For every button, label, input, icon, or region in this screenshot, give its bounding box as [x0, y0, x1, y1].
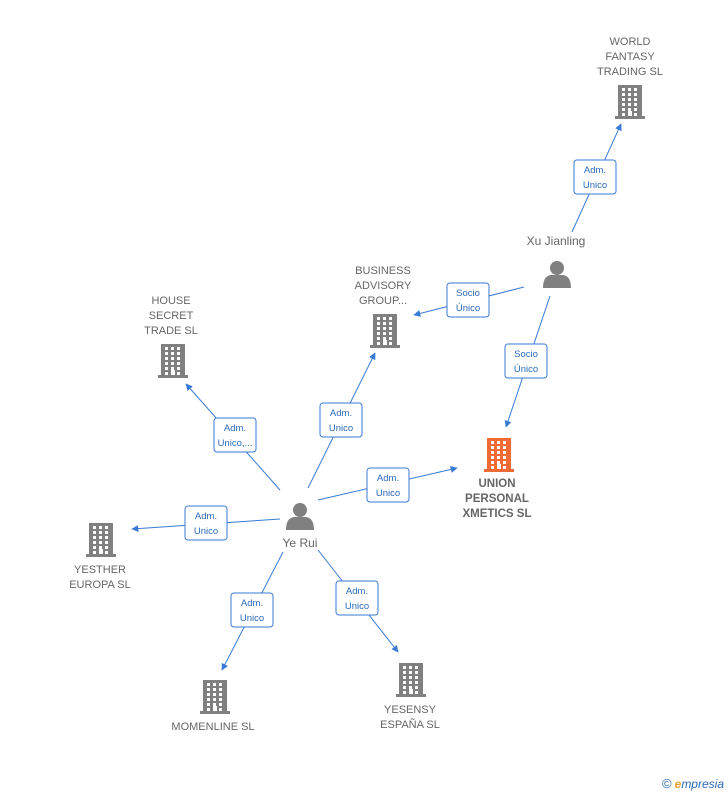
brand-logo-text: mpresia	[681, 777, 724, 791]
building-icon	[200, 680, 230, 714]
building-icon	[484, 438, 514, 472]
edge-ye-to-business: Adm. Unico	[307, 352, 376, 489]
node-label: ESPAÑA SL	[380, 718, 440, 731]
building-icon	[396, 663, 426, 697]
edge-label[interactable]: Adm. Unico	[366, 467, 410, 503]
edge-label-box	[230, 592, 274, 628]
edge-label[interactable]: Adm. Unico,...	[213, 417, 257, 453]
edge-ye-to-union: Adm. Unico	[317, 466, 458, 503]
node-label: PERSONAL	[465, 493, 529, 505]
edges-layer: Adm.UnicoSocioÚnicoSocioÚnicoAdm.Unico,.…	[131, 123, 622, 671]
node-label: Xu Jianling	[527, 234, 586, 248]
node-label: YESENSY	[384, 704, 437, 716]
node-label: YESTHER	[74, 564, 126, 576]
node-ye[interactable]: Ye Rui	[283, 503, 318, 550]
edge-label[interactable]: Adm. Unico	[573, 159, 617, 195]
node-label: BUSINESS	[355, 265, 411, 277]
node-momenline[interactable]: MOMENLINE SL	[171, 680, 255, 733]
edge-label-text: Único	[456, 303, 480, 314]
node-label: MOMENLINE SL	[171, 721, 254, 733]
edge-label[interactable]: Adm. Unico	[335, 580, 379, 616]
edge-label-box	[184, 505, 228, 541]
edge-label-text: Unico	[583, 180, 607, 191]
node-label: EUROPA SL	[69, 579, 131, 591]
edge-label-text: Adm.	[224, 423, 246, 434]
building-icon	[615, 85, 645, 119]
node-xu[interactable]: Xu Jianling	[527, 234, 586, 288]
node-label: HOUSE	[151, 295, 190, 307]
edge-label-box	[319, 402, 363, 438]
edge-ye-to-yesther: Adm. Unico	[131, 505, 281, 541]
nodes-layer: WORLD FANTASY TRADING SL BUSINESS ADVISORY GR…	[69, 36, 663, 733]
node-label: WORLD	[610, 36, 651, 48]
edge-label-text: Unico	[329, 423, 353, 434]
edge-label-text: Adm.	[346, 586, 368, 597]
edge-label-text: Unico	[376, 488, 400, 499]
node-label: UNION	[478, 478, 515, 490]
node-business[interactable]: BUSINESS ADVISORY GROUP...	[355, 265, 412, 348]
edge-label-text: Unico	[345, 601, 369, 612]
edge-label-text: Adm.	[584, 165, 606, 176]
edge-label-box	[446, 282, 490, 318]
edge-label-text: Unico	[194, 526, 218, 537]
node-label: Ye Rui	[283, 536, 318, 550]
copyright-symbol: ©	[662, 776, 672, 791]
edge-label-text: Unico	[240, 613, 264, 624]
edge-label-text: Socio	[456, 288, 480, 299]
node-label: ADVISORY	[355, 280, 412, 292]
node-yesensy[interactable]: YESENSY ESPAÑA SL	[380, 663, 440, 731]
node-yesther[interactable]: YESTHER EUROPA SL	[69, 523, 131, 591]
edge-xu-to-world: Adm. Unico	[571, 123, 622, 233]
edge-label[interactable]: Adm. Unico	[319, 402, 363, 438]
building-icon	[370, 314, 400, 348]
edge-label-text: Adm.	[330, 408, 352, 419]
edge-label-box	[213, 417, 257, 453]
edge-ye-to-house: Adm. Unico,...	[185, 383, 281, 491]
edge-label-text: Unico,...	[218, 438, 253, 449]
edge-label-text: Adm.	[377, 473, 399, 484]
edge-label-text: Socio	[514, 349, 538, 360]
edge-label-box	[366, 467, 410, 503]
building-icon	[86, 523, 116, 557]
node-label: GROUP...	[359, 295, 407, 307]
node-house[interactable]: HOUSE SECRET TRADE SL	[144, 295, 198, 378]
building-icon	[158, 344, 188, 378]
edge-ye-to-yesensy: Adm. Unico	[317, 549, 399, 653]
person-icon	[543, 261, 571, 288]
node-world[interactable]: WORLD FANTASY TRADING SL	[597, 36, 663, 119]
node-label: TRADING SL	[597, 66, 663, 78]
node-label: FANTASY	[605, 51, 655, 63]
edge-label[interactable]: Adm. Unico	[230, 592, 274, 628]
edge-label[interactable]: Adm. Unico	[184, 505, 228, 541]
edge-label-text: Adm.	[195, 511, 217, 522]
edge-label-box	[504, 343, 548, 379]
edge-label-box	[573, 159, 617, 195]
edge-label-text: Único	[514, 364, 538, 375]
node-union[interactable]: UNION PERSONAL XMETICS SL	[462, 438, 532, 520]
edge-label-text: Adm.	[241, 598, 263, 609]
node-label: TRADE SL	[144, 325, 198, 337]
edge-label-box	[335, 580, 379, 616]
brand-logo-initial: e	[674, 777, 682, 791]
edge-ye-to-momenline: Adm. Unico	[221, 551, 284, 671]
node-label: SECRET	[149, 310, 194, 322]
node-label: XMETICS SL	[462, 508, 531, 520]
person-icon	[286, 503, 314, 530]
brand-footer: ©empresia	[662, 776, 724, 791]
